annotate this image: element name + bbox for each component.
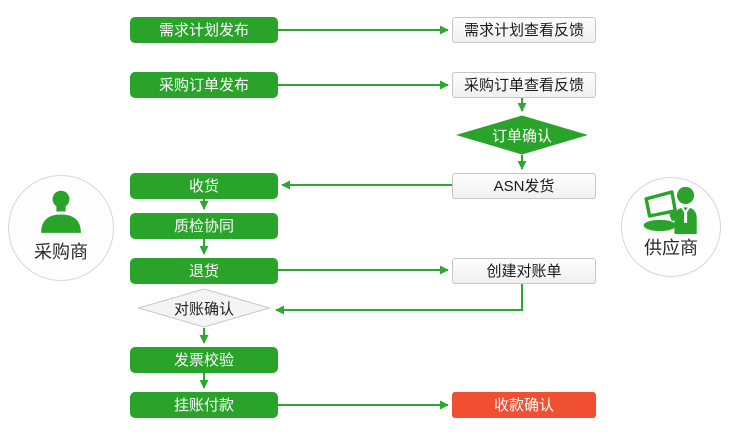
node-label: ASN发货 bbox=[493, 177, 555, 195]
node-label: 创建对账单 bbox=[486, 262, 562, 280]
diamond-shape bbox=[456, 115, 588, 155]
person-laptop-icon bbox=[643, 186, 697, 234]
node-label: 采购订单发布 bbox=[158, 76, 249, 94]
flow-node-return-goods: 退货 bbox=[130, 258, 278, 284]
buyer-actor: 采购商 bbox=[8, 175, 114, 281]
node-label: 需求计划发布 bbox=[158, 21, 249, 39]
node-label: 发票校验 bbox=[173, 351, 234, 369]
flow-node-asn-shipping: ASN发货 bbox=[452, 173, 596, 199]
node-label: 对账确认 bbox=[173, 300, 234, 318]
node-label: 退货 bbox=[188, 262, 219, 280]
node-label: 订单确认 bbox=[491, 127, 552, 145]
flow-node-receive-goods: 收货 bbox=[130, 173, 278, 199]
flow-node-demand-plan-view-feedback: 需求计划查看反馈 bbox=[452, 17, 596, 43]
buyer-label: 采购商 bbox=[34, 242, 88, 262]
flow-node-quality-inspection: 质检协同 bbox=[130, 213, 278, 239]
node-label: 挂账付款 bbox=[173, 396, 234, 414]
flow-node-demand-plan-publish: 需求计划发布 bbox=[130, 17, 278, 43]
node-label: 需求计划查看反馈 bbox=[463, 21, 584, 39]
flow-node-create-statement: 创建对账单 bbox=[452, 258, 596, 284]
supplier-actor: 供应商 bbox=[621, 177, 721, 277]
person-icon bbox=[41, 190, 81, 233]
diamond-shape bbox=[136, 288, 272, 328]
node-label: 采购订单查看反馈 bbox=[463, 76, 584, 94]
flow-node-purchase-order-publish: 采购订单发布 bbox=[130, 72, 278, 98]
flow-node-payment-receipt-confirm: 收款确认 bbox=[452, 392, 596, 418]
flow-node-purchase-order-view-feedback: 采购订单查看反馈 bbox=[452, 72, 596, 98]
flow-node-payment-on-account: 挂账付款 bbox=[130, 392, 278, 418]
node-label: 收款确认 bbox=[493, 396, 554, 414]
node-label: 质检协同 bbox=[173, 217, 234, 235]
flow-node-reconciliation-confirm: 对账确认 bbox=[136, 288, 272, 328]
supplier-label: 供应商 bbox=[644, 238, 698, 258]
flow-node-invoice-verification: 发票校验 bbox=[130, 347, 278, 373]
node-label: 收货 bbox=[188, 177, 219, 195]
flow-node-order-confirm: 订单确认 bbox=[455, 115, 589, 155]
arrow-statement-to-reconciliation bbox=[275, 284, 523, 315]
